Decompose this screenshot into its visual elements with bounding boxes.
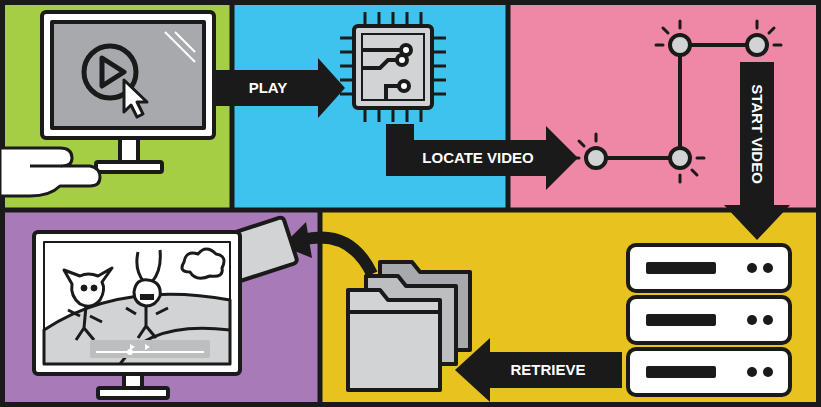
arrow bbox=[724, 62, 790, 240]
arrow bbox=[212, 58, 345, 118]
panel bbox=[0, 210, 320, 407]
server-stack bbox=[628, 245, 790, 395]
hand bbox=[0, 148, 100, 196]
chip bbox=[340, 12, 446, 122]
monitor-cartoon bbox=[34, 232, 240, 398]
arrow bbox=[455, 338, 622, 402]
curved-arrow bbox=[282, 222, 372, 274]
arrow bbox=[386, 124, 578, 190]
arrow-label: LOCATE VIDEO bbox=[418, 147, 537, 169]
arrow-label: START VIDEO bbox=[746, 80, 768, 188]
arrow-label: PLAY bbox=[245, 77, 292, 99]
arrow-label: RETRIEVE bbox=[506, 359, 589, 381]
panel bbox=[320, 210, 821, 407]
panel bbox=[0, 0, 232, 210]
folders bbox=[348, 262, 470, 390]
